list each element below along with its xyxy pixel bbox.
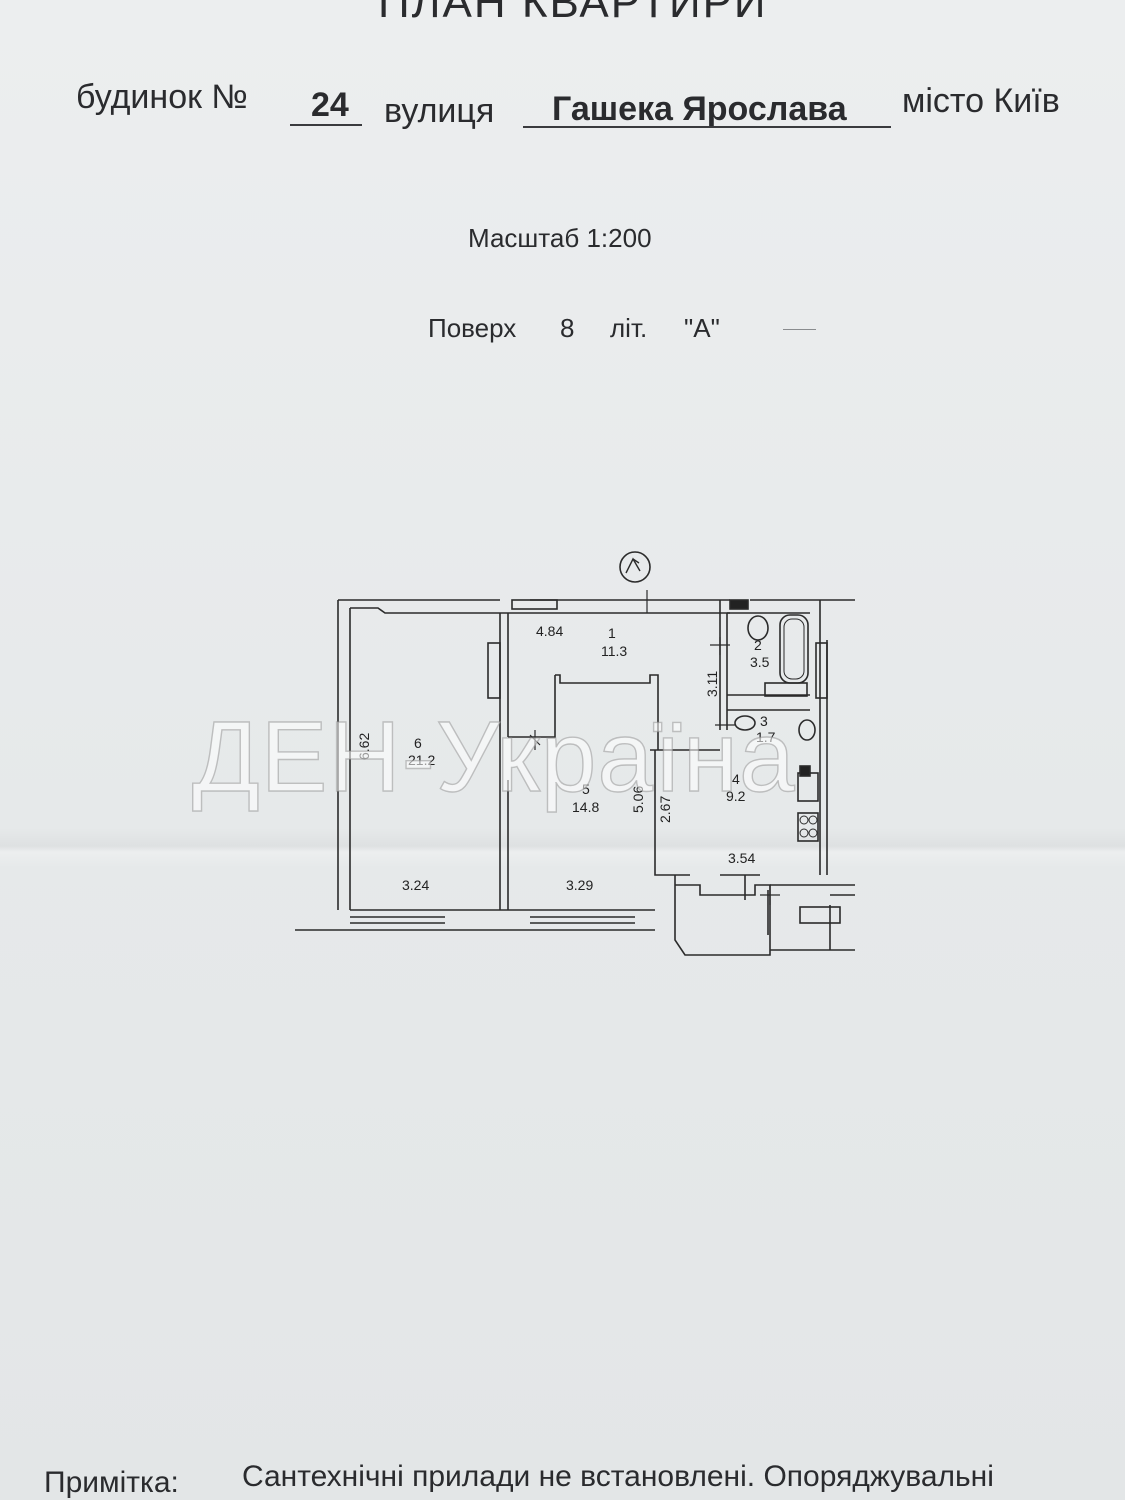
house-label: будинок № [76, 78, 248, 116]
north-arrow [625, 557, 641, 574]
floor-number: 8 [560, 313, 575, 343]
door-right [815, 642, 828, 699]
loggia-item [799, 906, 841, 924]
tick-5 [760, 885, 780, 905]
sink-3 [798, 719, 816, 741]
dim-3-54: 3.54 [728, 850, 756, 866]
shelf [764, 682, 808, 697]
room-5-walls [508, 674, 720, 751]
room-2-number: 2 [754, 637, 762, 653]
note-text: Сантехнічні прилади не встановлені. Опор… [242, 1460, 994, 1493]
letter-label: літ. [610, 313, 648, 343]
floor-dash [783, 329, 816, 330]
document-title: ПЛАН КВАРТИРИ [378, 0, 768, 27]
room-5-number: 5 [582, 781, 590, 797]
dim-3-29: 3.29 [566, 877, 594, 893]
dim-3-11: 3.11 [704, 670, 720, 697]
watermark: ДЕН-Україна [191, 700, 796, 813]
room-4-number: 4 [732, 771, 740, 787]
street-underline [523, 126, 891, 128]
note-label: Примітка: [44, 1466, 179, 1499]
room-3-area: 1.7 [756, 729, 776, 745]
balcony [674, 875, 771, 956]
letter-value: "А" [684, 313, 720, 343]
room-1-number: 1 [608, 625, 616, 641]
street-label: вулиця [384, 92, 495, 130]
room-6-area: 21.2 [408, 752, 436, 768]
room-2-area: 3.5 [750, 654, 770, 670]
street-name: Гашека Ярослава [552, 90, 847, 128]
top-wall-inner [350, 607, 730, 614]
room-6-number: 6 [414, 735, 422, 751]
sink [747, 615, 769, 641]
stove [797, 812, 819, 842]
tick-2 [710, 637, 730, 655]
room-4-wall [654, 750, 760, 876]
north-arrow-circle [619, 551, 651, 583]
room-4-area: 9.2 [726, 788, 746, 804]
floor-plan: 1 11.3 2 3.5 3 1.7 4 9.2 5 14.8 6 21.2 4… [290, 545, 860, 965]
floor-plan-drawing [295, 551, 855, 956]
balcony-door [744, 875, 769, 935]
toilet [734, 715, 756, 731]
floor-label: Поверх [428, 313, 517, 343]
dim-4-84: 4.84 [536, 623, 564, 639]
house-number: 24 [311, 86, 349, 124]
tick-3 [529, 730, 541, 750]
right-wall [819, 600, 855, 896]
city-label: місто Київ [902, 82, 1060, 120]
fridge [797, 772, 819, 802]
loggia [770, 884, 855, 951]
room-1-area: 11.3 [601, 643, 628, 659]
dim-3-24: 3.24 [402, 877, 430, 893]
vent-mark [729, 599, 749, 610]
kitchen-mark [799, 765, 811, 777]
scale-label: Масштаб 1:200 [468, 223, 652, 253]
door-6 [487, 642, 501, 699]
room-3-number: 3 [760, 713, 768, 729]
room-5-area: 14.8 [572, 799, 600, 815]
niche [511, 599, 558, 610]
bath-walls [727, 612, 810, 711]
paper-fold [0, 828, 1125, 868]
house-number-underline [290, 124, 362, 126]
